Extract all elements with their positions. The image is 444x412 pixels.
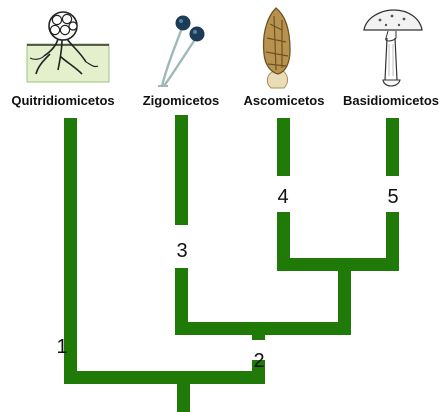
zygomycete-sporangia-icon — [158, 16, 205, 87]
node-label-4: 4 — [268, 184, 298, 210]
chytrid-icon — [27, 12, 109, 82]
node-label-2: 2 — [244, 348, 274, 374]
taxon-label-zigomicetos: Zigomicetos — [130, 92, 232, 110]
node-label-5: 5 — [378, 184, 408, 210]
taxon-label-basidiomicetos: Basidiomicetos — [338, 92, 444, 110]
morel-icon — [264, 8, 291, 88]
taxon-label-ascomicetos: Ascomicetos — [234, 92, 334, 110]
node-label-1: 1 — [47, 334, 77, 360]
node-label-3: 3 — [167, 238, 197, 264]
mushroom-icon — [364, 10, 422, 86]
taxon-label-quitridiomicetos: Quitridiomicetos — [4, 92, 122, 110]
